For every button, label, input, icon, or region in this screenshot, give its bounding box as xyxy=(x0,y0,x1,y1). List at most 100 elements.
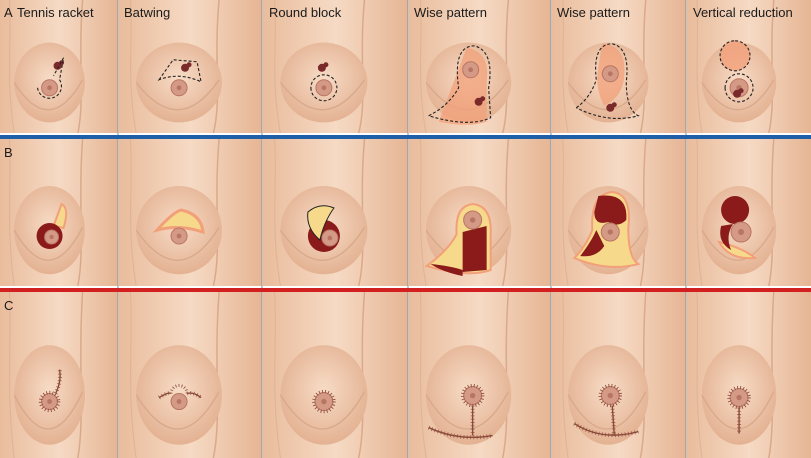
nipple xyxy=(176,85,182,91)
torso-side-contour xyxy=(8,138,15,287)
scar-stitches xyxy=(573,421,639,438)
excision-area xyxy=(720,40,751,71)
panel-B-wise1 xyxy=(409,138,551,287)
panel-C-round xyxy=(263,291,408,458)
torso-side-contour xyxy=(8,291,15,458)
column-title-tennis: Tennis racket xyxy=(17,5,94,20)
tumor-mark xyxy=(611,102,617,108)
nipple xyxy=(738,229,745,236)
periareolar-scar xyxy=(169,384,189,394)
panel-B-wise2 xyxy=(552,138,686,287)
panel-A-round xyxy=(263,0,408,134)
torso-side-contour xyxy=(129,0,137,134)
breast-fold xyxy=(567,391,647,430)
excision-cavity xyxy=(430,264,463,277)
row-label-C: C xyxy=(4,298,13,313)
nipple xyxy=(47,399,52,404)
periareolar-scar xyxy=(598,383,623,408)
row-divider-blue xyxy=(0,135,811,139)
scar-line xyxy=(611,405,615,436)
column-title-wise1: Wise pattern xyxy=(414,5,487,20)
incision-outline xyxy=(157,59,202,83)
skin-flap xyxy=(307,205,335,241)
panel-B-vertical xyxy=(687,138,811,287)
incision-outline xyxy=(719,40,754,103)
torso-side-contour xyxy=(274,0,281,134)
nipple xyxy=(607,229,613,235)
torso-side-contour xyxy=(274,291,281,458)
scar-line xyxy=(54,369,61,394)
excision-cavity xyxy=(580,230,605,257)
torso-side-contour xyxy=(419,0,427,134)
panel-A-wise2 xyxy=(552,0,686,134)
nipple xyxy=(176,233,182,239)
panel-C-vertical xyxy=(687,291,811,458)
nipple xyxy=(47,85,52,91)
excision-cavity xyxy=(594,195,627,225)
nipple xyxy=(736,394,742,401)
incision-outline xyxy=(37,57,65,99)
nipple xyxy=(49,234,54,240)
column-title-round: Round block xyxy=(269,5,342,20)
column-title-batwing: Batwing xyxy=(124,5,170,20)
labels-layer: Tennis racket Batwing Round block Wise patt… xyxy=(4,5,793,313)
row-label-B: B xyxy=(4,145,13,160)
periareolar-scar xyxy=(312,389,336,414)
skin-flap xyxy=(52,202,68,230)
panel-C-wise2 xyxy=(552,291,686,458)
breast-fold xyxy=(425,391,510,430)
nipple xyxy=(321,398,327,405)
nipple xyxy=(176,399,182,404)
breast-fold xyxy=(13,79,84,111)
nipple xyxy=(327,235,333,241)
torso-side-contour xyxy=(274,138,281,287)
row-label-A: A xyxy=(4,5,13,20)
nipple xyxy=(469,217,476,223)
panel-B-tennis xyxy=(0,138,118,287)
breast-fold xyxy=(135,79,220,111)
panel-A-tennis xyxy=(0,0,118,134)
breast-fold xyxy=(701,226,775,261)
torso-side-contour xyxy=(8,0,15,134)
breast-fold xyxy=(701,79,775,111)
periareolar-scar xyxy=(38,390,61,413)
nipple xyxy=(607,71,613,77)
incision-outline xyxy=(575,43,640,119)
torso-side-contour xyxy=(696,291,703,458)
torso-side-contour xyxy=(562,291,569,458)
nipple xyxy=(468,67,474,73)
torso-side-contour xyxy=(129,138,137,287)
excision-cavity xyxy=(720,224,734,251)
breast-fold xyxy=(135,226,220,261)
column-title-wise2: Wise pattern xyxy=(557,5,630,20)
torso-side-contour xyxy=(129,291,137,458)
torso-side-contour xyxy=(696,0,703,134)
torso-side-contour xyxy=(562,138,569,287)
nipple xyxy=(469,392,476,399)
scar-stitches xyxy=(158,391,203,400)
torso-side-contour xyxy=(696,138,703,287)
panel-A-vertical xyxy=(687,0,811,134)
panel-B-batwing xyxy=(119,138,262,287)
panel-A-wise1 xyxy=(409,0,551,134)
skin-flap xyxy=(152,208,205,235)
breast-fold xyxy=(279,391,366,430)
panel-C-wise1 xyxy=(409,291,551,458)
torso-side-contour xyxy=(419,138,427,287)
excision-cavity xyxy=(462,226,487,273)
tumor-mark xyxy=(323,62,329,68)
panel-B-round xyxy=(263,138,408,287)
breast-fold xyxy=(279,226,366,261)
torso-side-contour xyxy=(419,291,427,458)
breast-fold xyxy=(13,226,84,261)
column-title-vertical: Vertical reduction xyxy=(693,5,793,20)
excision-cavity xyxy=(721,196,750,225)
panel-C-batwing xyxy=(119,291,262,458)
panel-C-tennis xyxy=(0,291,118,458)
nipple xyxy=(607,392,613,399)
torso-side-contour xyxy=(562,0,569,134)
scar-line xyxy=(428,426,493,439)
